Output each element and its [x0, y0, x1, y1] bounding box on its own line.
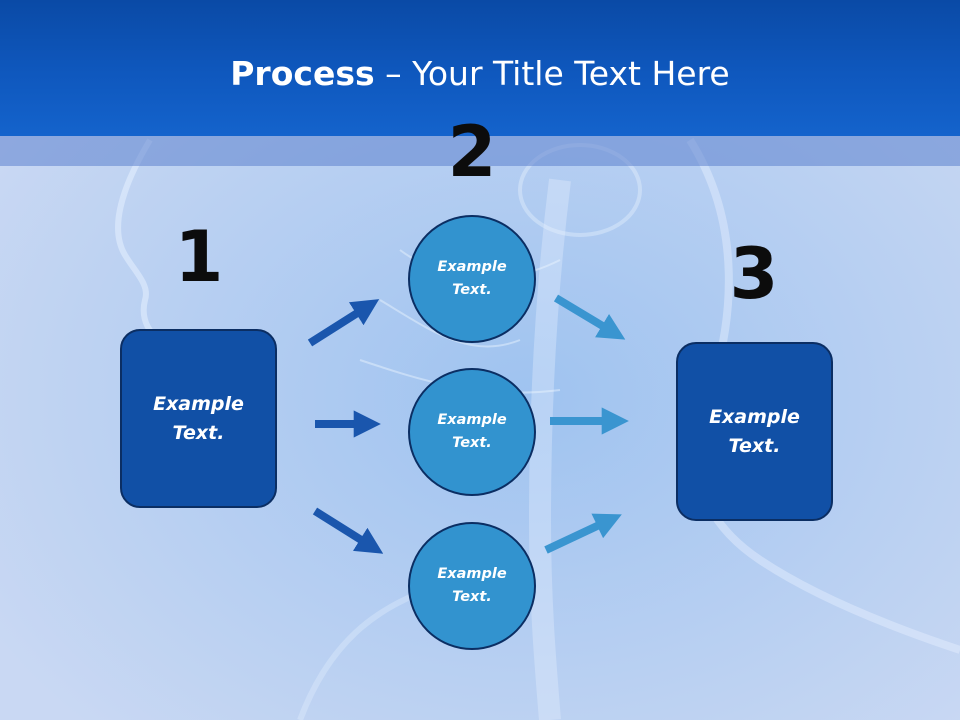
step-2-circle-1-text: Example Text. — [437, 259, 507, 298]
step-2-circle-3-text: Example Text. — [437, 566, 507, 605]
step-3-text: Example Text. — [709, 405, 800, 457]
arrow-circle-1-to-3 — [553, 294, 626, 340]
step-2-circle-1: Example Text. — [408, 215, 536, 343]
arrow-1-to-circle-3 — [312, 507, 384, 554]
title-rest: – Your Title Text Here — [374, 54, 730, 93]
arrow-circle-3-to-3 — [544, 513, 622, 554]
title-bold: Process — [230, 54, 375, 93]
step-2-number: 2 — [447, 111, 497, 193]
title-bar — [0, 0, 960, 136]
header-band — [0, 136, 960, 166]
step-1-box: Example Text. — [120, 329, 277, 508]
step-2-circle-2: Example Text. — [408, 368, 536, 496]
step-3-number: 3 — [729, 233, 779, 315]
step-3-box: Example Text. — [676, 342, 833, 521]
arrow-1-to-circle-1 — [307, 299, 380, 347]
step-1-text: Example Text. — [153, 392, 244, 444]
slide-title: Process – Your Title Text Here — [0, 52, 960, 96]
step-1-number: 1 — [174, 216, 224, 298]
step-2-circle-3: Example Text. — [408, 522, 536, 650]
step-2-circle-2-text: Example Text. — [437, 412, 507, 451]
